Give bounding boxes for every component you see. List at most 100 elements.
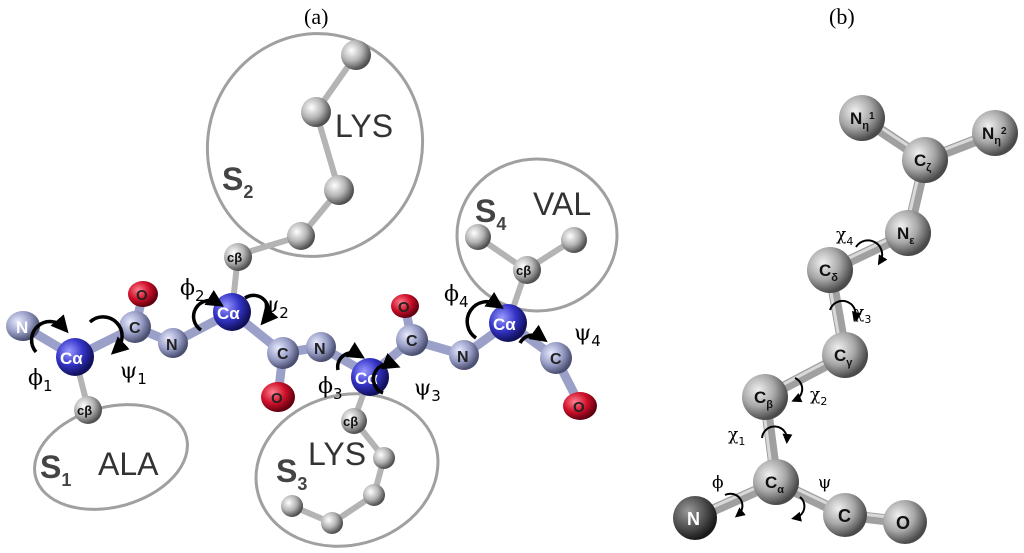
residue-lys-2-label: LYS [308,436,366,472]
s1-label: S1 [40,449,71,490]
atom-cg [822,332,868,378]
psi3-label: ψ3 [414,376,441,405]
s2-label: S2 [222,161,253,202]
atoms-panel-a: N Cα cβ C O N Cα cβ C O N [6,40,597,534]
atom-o-label: O [896,513,910,533]
atom-cb-4-label: cβ [516,263,531,278]
atom-n-1-label: N [166,337,178,354]
atom-lys1-cd [324,175,354,205]
chi3-label: χ3 [854,303,871,326]
atom-o [883,500,927,544]
atom-cb-label: Cβ [754,388,773,411]
phi1-label: ϕ1 [28,366,53,395]
atom-lys1-ce [301,97,331,127]
atom-nh1 [839,95,885,141]
atom-ca-4 [489,304,527,342]
atom-n [673,496,717,540]
atom-o-2 [261,382,295,412]
panel-b-label: (b) [829,4,855,29]
atom-o-1 [128,281,158,307]
atom-c-4-label: C [550,351,562,368]
atom-c-2-label: C [277,346,289,363]
atom-nh2-label: Nη2 [982,124,1007,147]
phi4-label: ϕ4 [444,282,469,311]
residue-lys-1-label: LYS [335,108,393,144]
atom-c-1 [119,311,151,343]
sidechain-ellipses [33,32,619,548]
torsion-labels-b: χ4 χ3 χ2 χ1 ϕ ψ [712,225,871,493]
rotation-arrows-a [29,290,548,395]
psi2-label: ψ2 [262,293,289,322]
atom-n-3 [449,340,479,370]
atom-cb-1 [74,396,102,424]
chi1-label: χ1 [728,425,745,448]
psi-label-b: ψ [818,473,831,493]
ellipse-s3 [254,392,440,548]
atom-c-2 [267,337,299,369]
atom-cz-label: Cζ [914,151,931,174]
atom-nh2 [972,110,1018,156]
atom-o-1-label: O [136,287,148,304]
s4-label: S4 [475,193,506,234]
s3-label: S3 [276,453,307,494]
atom-n-2 [306,332,336,362]
atom-lys1-nz [341,40,371,70]
atom-c-3-label: C [406,333,418,350]
atom-val-cg1 [465,224,491,250]
atom-cd-label: Cδ [819,261,838,284]
atom-val-cg2 [561,227,587,253]
atom-cb-4 [513,256,541,284]
atom-lys2-cd [363,484,385,506]
phi-label-b: ϕ [712,473,724,493]
residue-ala-label: ALA [98,446,159,482]
atom-o-4-label: O [573,399,585,416]
atom-lys2-nz [281,495,303,517]
arginine-bonds [689,112,1001,528]
panel-a-label: (a) [304,4,328,29]
atom-cb-2-label: cβ [227,250,242,265]
atom-n-terminal-label: N [16,318,28,337]
psi4-label: ψ4 [574,321,601,350]
atom-n-1 [158,328,188,358]
atom-ca-label: Cα [765,473,784,496]
residue-labels: S1 ALA S2 LYS S3 LYS S4 VAL [40,108,591,494]
atom-n-2-label: N [314,341,326,358]
atom-c-4 [540,342,572,374]
atom-nh1-label: Nη1 [850,109,875,132]
chi4-label: χ4 [836,225,853,248]
atom-cb-2 [224,243,252,271]
atom-o-3-label: O [398,299,410,316]
psi1-label: ψ1 [120,359,147,388]
atoms-panel-b: Nη1 Nη2 Cζ Nε Cδ Cγ Cβ Cα N C O [673,95,1018,544]
atom-cb-1-label: cβ [77,403,92,418]
atom-lys2-cg [373,447,395,469]
dihedral-labels-a: ϕ1 ψ1 ϕ2 ψ2 ϕ3 ψ3 ϕ4 ψ4 [28,276,601,405]
atom-lys1-cg [287,222,315,250]
atom-lys2-ce [321,512,343,534]
atom-o-4 [563,392,597,420]
atom-ca-4-label: Cα [493,315,516,334]
atom-cg-label: Cγ [834,346,853,369]
atom-cb [742,374,788,420]
atom-cz [902,137,948,183]
atom-ca-2-label: Cα [217,304,240,323]
atom-o-2-label: O [271,390,283,407]
ellipse-s2 [205,32,425,258]
atom-ne [885,210,931,256]
phi2-label: ϕ2 [180,276,205,305]
atom-c [823,493,867,537]
atom-ca-1 [56,338,94,376]
ellipse-s4 [455,157,619,313]
atom-ca-1-label: Cα [60,349,83,368]
phi3-label: ϕ3 [318,374,343,403]
atom-cd [807,247,853,293]
atom-ca [753,459,799,505]
atom-n-label: N [687,509,700,529]
atom-cb-3 [341,408,367,434]
residue-val-label: VAL [533,186,591,222]
atom-ne-label: Nε [897,224,915,247]
atom-c-3 [396,324,428,356]
chi2-label: χ2 [810,385,827,408]
atom-n-3-label: N [457,349,469,366]
